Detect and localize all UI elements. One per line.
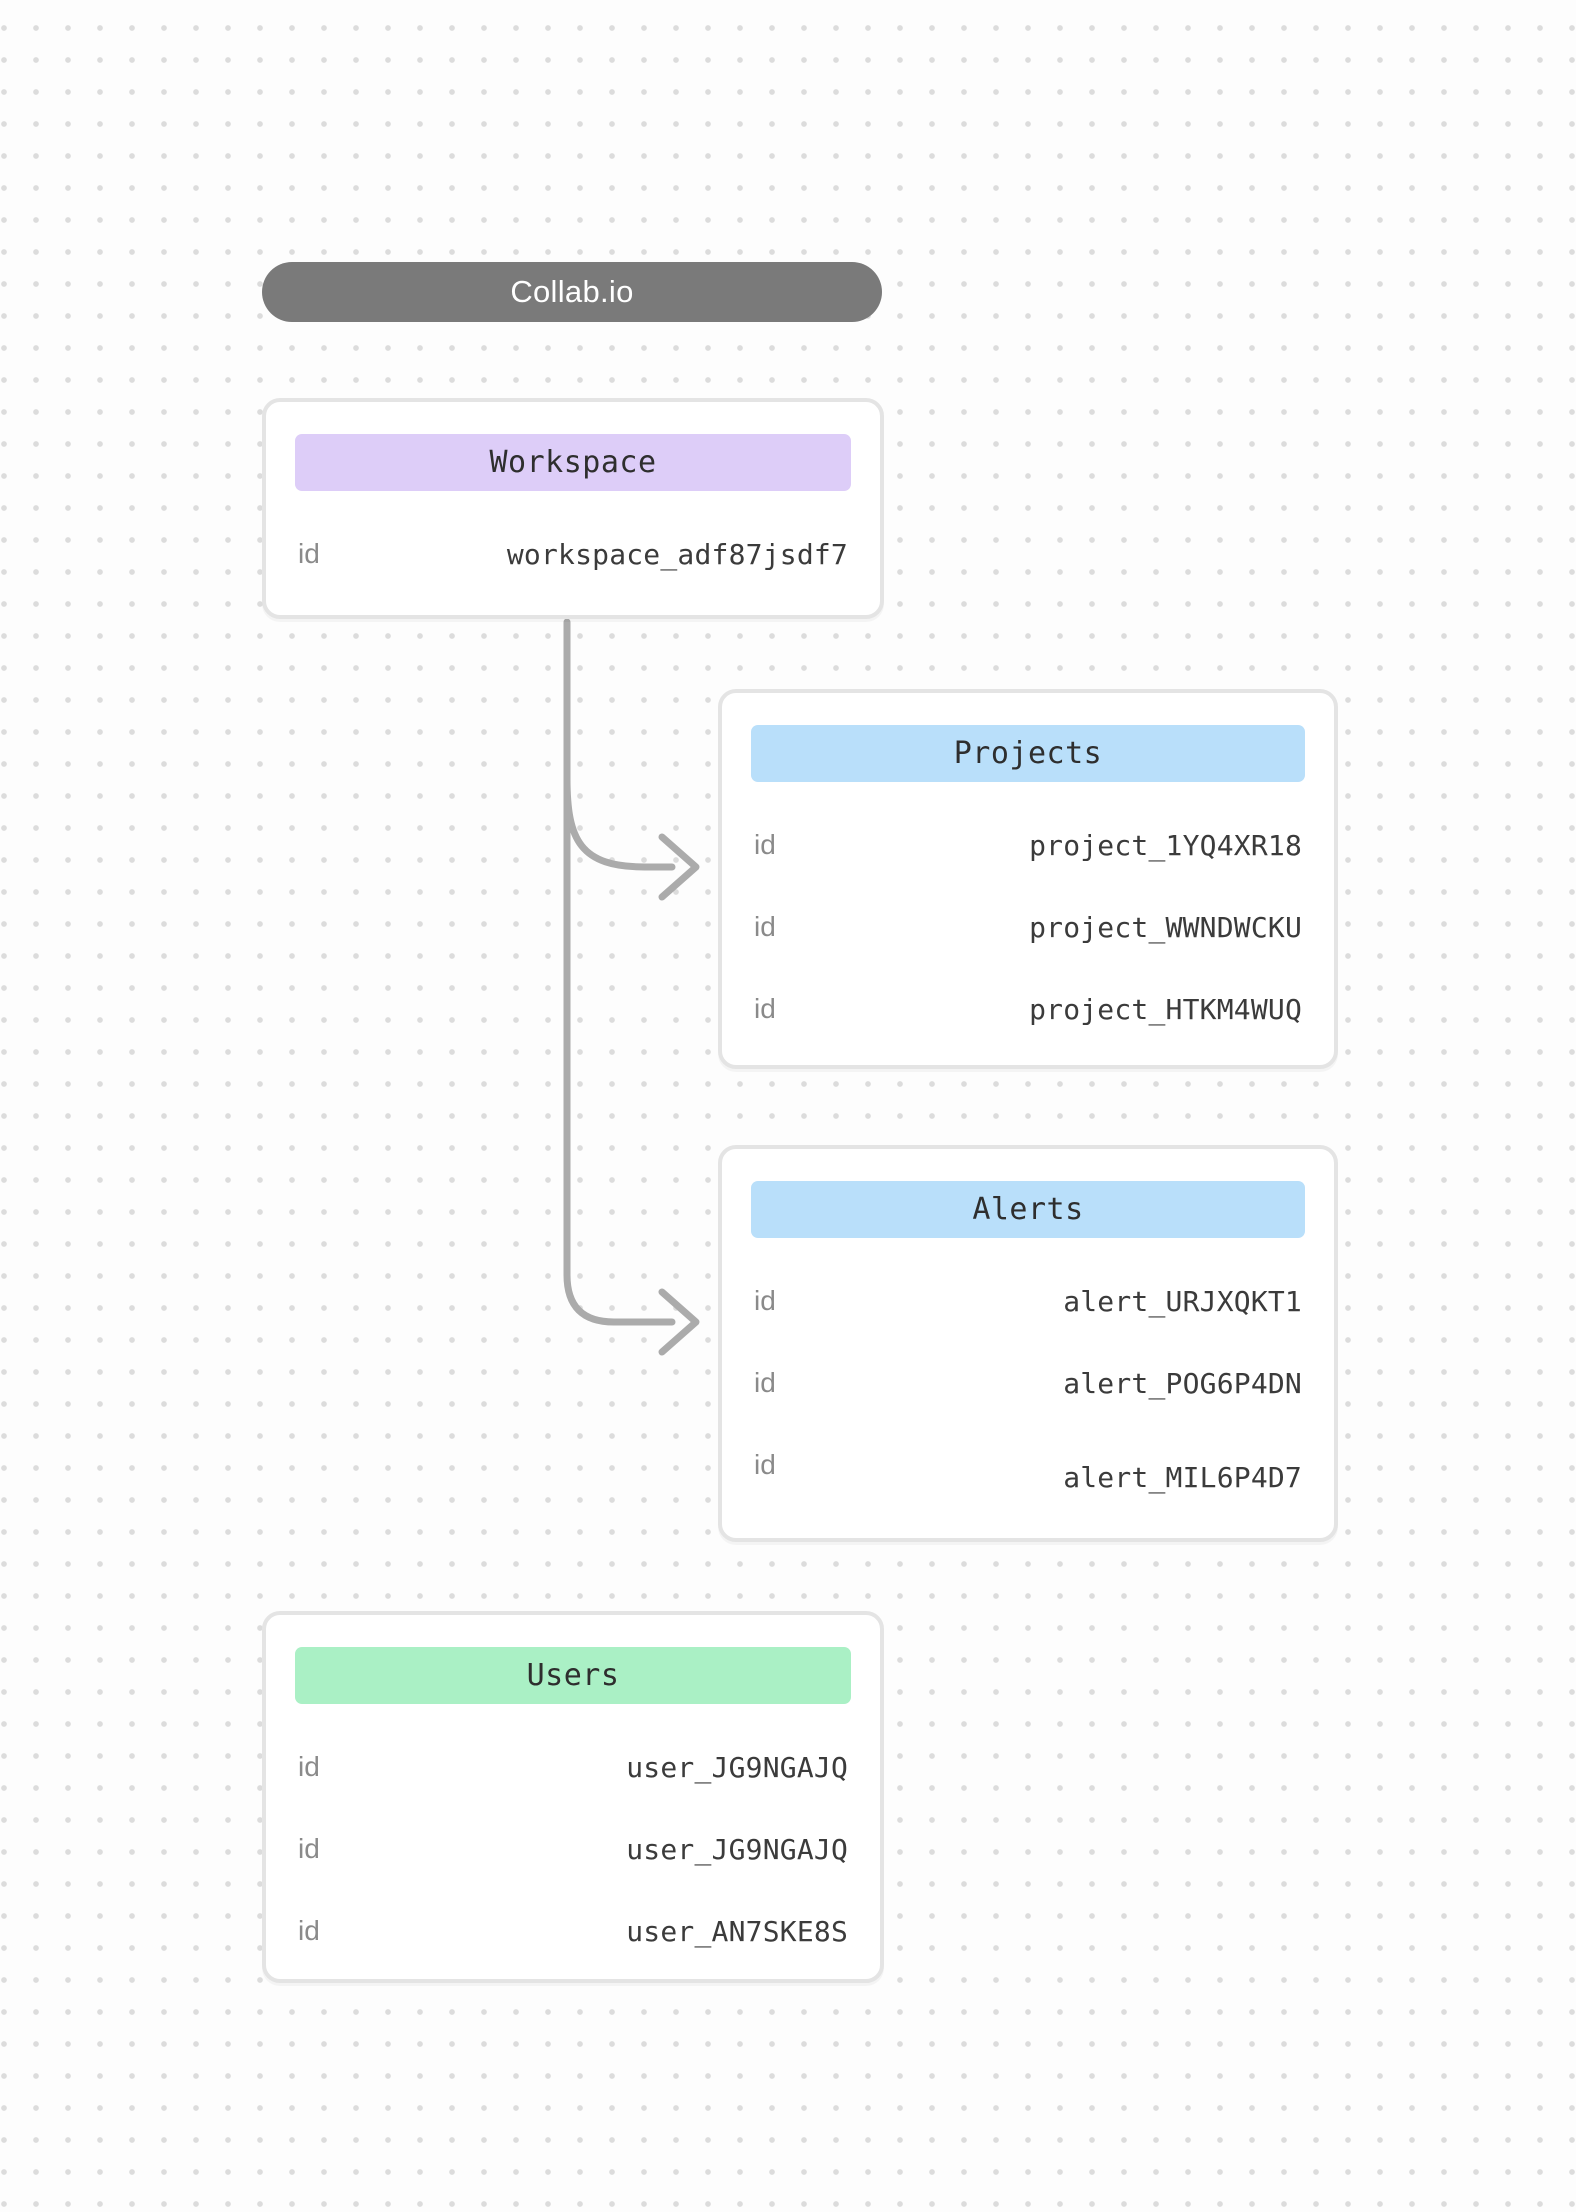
field-value: workspace_adf87jsdf7 [506,537,848,571]
field-row: id project_HTKM4WUQ [754,989,1302,1029]
field-label: id [754,1285,776,1316]
field-rows: id workspace_adf87jsdf7 [266,534,880,574]
field-rows: id alert_URJXQKT1 id alert_POG6P4DN id a… [722,1281,1334,1494]
field-rows: id project_1YQ4XR18 id project_WWNDWCKU … [722,825,1334,1029]
diagram-title-pill[interactable]: Collab.io [262,262,882,322]
field-row: id alert_POG6P4DN [754,1363,1302,1403]
field-label: id [754,911,776,942]
field-row: id alert_URJXQKT1 [754,1281,1302,1321]
field-label: id [298,1833,320,1864]
field-label: id [754,1449,776,1480]
field-label: id [754,1367,776,1398]
entity-header-users: Users [295,1647,851,1704]
entity-header-workspace: Workspace [295,434,851,491]
entity-header-alerts: Alerts [751,1181,1305,1238]
diagram-title: Collab.io [510,274,634,309]
entity-card-alerts[interactable]: Alerts id alert_URJXQKT1 id alert_POG6P4… [718,1145,1338,1542]
field-value: user_AN7SKE8S [626,1914,848,1948]
field-value: alert_URJXQKT1 [1063,1284,1302,1318]
field-label: id [298,538,320,569]
field-label: id [298,1915,320,1946]
field-row: id project_1YQ4XR18 [754,825,1302,865]
field-label: id [754,829,776,860]
field-row: id workspace_adf87jsdf7 [298,534,848,574]
entity-card-users[interactable]: Users id user_JG9NGAJQ id user_JG9NGAJQ … [262,1611,884,1983]
field-row: id user_JG9NGAJQ [298,1747,848,1787]
field-row: id project_WWNDWCKU [754,907,1302,947]
field-row: id user_AN7SKE8S [298,1911,848,1951]
field-value: user_JG9NGAJQ [626,1832,848,1866]
entity-card-projects[interactable]: Projects id project_1YQ4XR18 id project_… [718,689,1338,1069]
field-value: alert_MIL6P4D7 [1063,1460,1302,1494]
field-value: project_WWNDWCKU [1029,910,1302,944]
field-row: id user_JG9NGAJQ [298,1829,848,1869]
entity-title-alerts: Alerts [972,1192,1084,1227]
field-rows: id user_JG9NGAJQ id user_JG9NGAJQ id use… [266,1747,880,1951]
field-label: id [754,993,776,1024]
entity-header-projects: Projects [751,725,1305,782]
field-value: alert_POG6P4DN [1063,1366,1302,1400]
field-value: project_1YQ4XR18 [1029,828,1302,862]
field-value: project_HTKM4WUQ [1029,992,1302,1026]
field-label: id [298,1751,320,1782]
entity-title-users: Users [526,1658,620,1693]
field-row: id alert_MIL6P4D7 [754,1445,1302,1494]
field-value: user_JG9NGAJQ [626,1750,848,1784]
entity-card-workspace[interactable]: Workspace id workspace_adf87jsdf7 [262,398,884,619]
entity-title-workspace: Workspace [489,445,657,480]
entity-title-projects: Projects [953,736,1103,771]
